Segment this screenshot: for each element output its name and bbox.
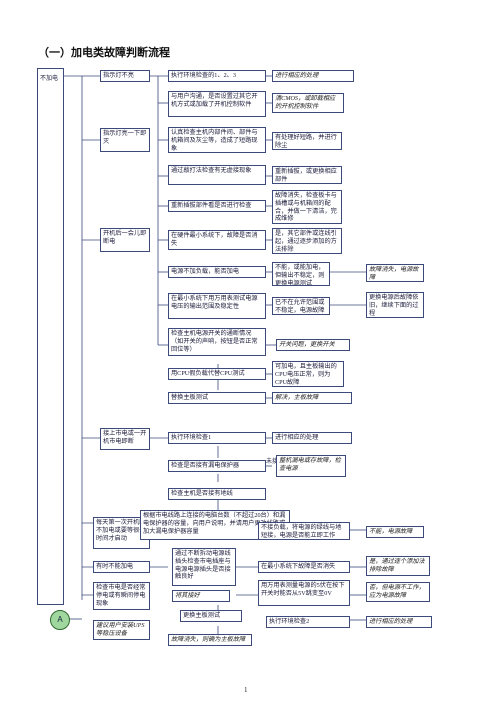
indicator-flash-box: 指示灯亮一下即灭	[100, 128, 150, 152]
no-load-result: 不能，或能加电，但输出不稳定，则更换电源测试	[272, 262, 330, 286]
env-check-1-box: 执行环境检查1	[168, 432, 266, 444]
env-check-box: 执行环境检查的1、2、3	[168, 70, 266, 82]
spacer-50	[140, 484, 144, 486]
no-load-final: 故障消失，电源故障	[366, 264, 424, 282]
connector-a: A	[50, 610, 70, 630]
short-check-box: 认真检查主机内部件间、部件与机箱间及灰尘等，造成了短路现象	[168, 127, 266, 153]
not-connected-label: 未接	[266, 459, 279, 465]
reseat-check-box: 重新插拔部件看是否进行检查	[168, 200, 266, 212]
spacer-28	[140, 482, 290, 484]
cpu-load-result: 可加电，且主板输出的CPU电压正常，则为CPU故障	[272, 361, 344, 387]
tap-check-result: 重新插拔，或更换相应部件	[272, 166, 342, 184]
replace-board-result: 解决，主板故障	[272, 392, 352, 404]
power-off-after-box: 开机后一会儿即断电	[100, 228, 150, 252]
board-fault-result: 故障消失，则确为主板故障	[168, 634, 252, 646]
spacer-19	[140, 484, 290, 486]
min-system-result: 是，其它部件或连线引起，通过逐步添加的方法排除	[272, 228, 342, 254]
switch-check-result: 开关问题，更换开关	[276, 339, 350, 351]
replace-board-2-box: 更换主板测试	[180, 610, 242, 622]
no-load-box: 电源不加负载，能否加电	[168, 266, 266, 278]
side-column	[37, 68, 64, 605]
no-load-short-result: 不能，电源故障	[366, 526, 424, 538]
env-check-2-box: 执行环境检查2	[266, 616, 350, 628]
multimeter-result: 已不在允许范围或不稳定，电源故障	[272, 297, 330, 315]
5v-measure-result: 否，但电源不工作，应为电源故障	[366, 582, 430, 602]
env-check-2-result: 进行相应的处理	[366, 616, 432, 628]
tap-check-box: 通过敲打法检查有无虚接现象	[168, 165, 266, 185]
ups-suggestion-box: 建议用户安装UPS等稳压设备	[93, 620, 150, 640]
min-system-box: 在硬件最小系统下，故障是否消失	[168, 230, 266, 250]
side-label: 不加电	[40, 76, 59, 82]
user-check-result: 清CMOS，或卸载相应的开机控制软件	[272, 93, 344, 113]
switch-check-box: 检查主机电源开关的通断情况（如开关的声响，按钮是否正常回位等）	[168, 328, 266, 356]
env-check-result: 进行相应的处理	[272, 70, 354, 82]
multimeter-box: 在最小系统下用万用表测试电源电压的输出范围及稳定性	[168, 293, 266, 319]
mains-check-box: 检查市电是否经常停电或有瞬间停电现象	[93, 582, 150, 610]
user-check-box: 与用户沟通，是否设置过其它开机方式或加载了开机控制软件	[168, 91, 266, 117]
spacer-35	[140, 482, 144, 484]
plug-contact-box: 通过不断拆动电源线插头检查市电插座与电源电源插头是否接触良好	[172, 548, 236, 586]
mains-trip-box: 接上市电或一开机市电即断	[100, 428, 150, 450]
min-system-2-box: 在最小系统下故障是否消失	[258, 561, 350, 573]
multimeter-final: 更换电源后故障依旧，继续下面的过程	[366, 292, 424, 318]
indicator-off-box: 指示灯不亮	[100, 70, 150, 82]
reseat-check-result: 故障消失，检查板卡与插槽或与机箱间的配合，并做一下清洁，完成维修	[272, 190, 342, 224]
replace-board-box: 替换主板测试	[168, 392, 266, 404]
env-check-1-result: 进行相应的处理	[272, 432, 352, 444]
cpu-load-box: 用CPU假负载代替CPU测试	[168, 368, 266, 380]
ground-check-box: 检查主机是否接有地线	[168, 488, 266, 500]
connect-fix-label: 将其接好	[172, 590, 230, 602]
short-check-result: 有处理好短路，并进行除尘	[272, 132, 342, 150]
no-load-short-box: 不接负载，将电源的绿线与地短接，电源是否能立即工作	[258, 522, 350, 540]
page-title: （一）加电类故障判断流程	[38, 47, 170, 59]
leakage-check-box: 检查是否接有漏电保护器	[168, 460, 266, 472]
5v-measure-box: 用万用表测量电源的5伏在按下开关时能否从5V跳变至0V	[258, 580, 350, 606]
page-number: 1	[244, 686, 248, 694]
sometimes-box: 有时不能加电	[93, 561, 150, 573]
leakage-check-result: 整机漏电或存故障，检查电源	[276, 455, 346, 477]
min-system-2-result: 是，通过逐个添加法排除故障	[366, 556, 430, 576]
